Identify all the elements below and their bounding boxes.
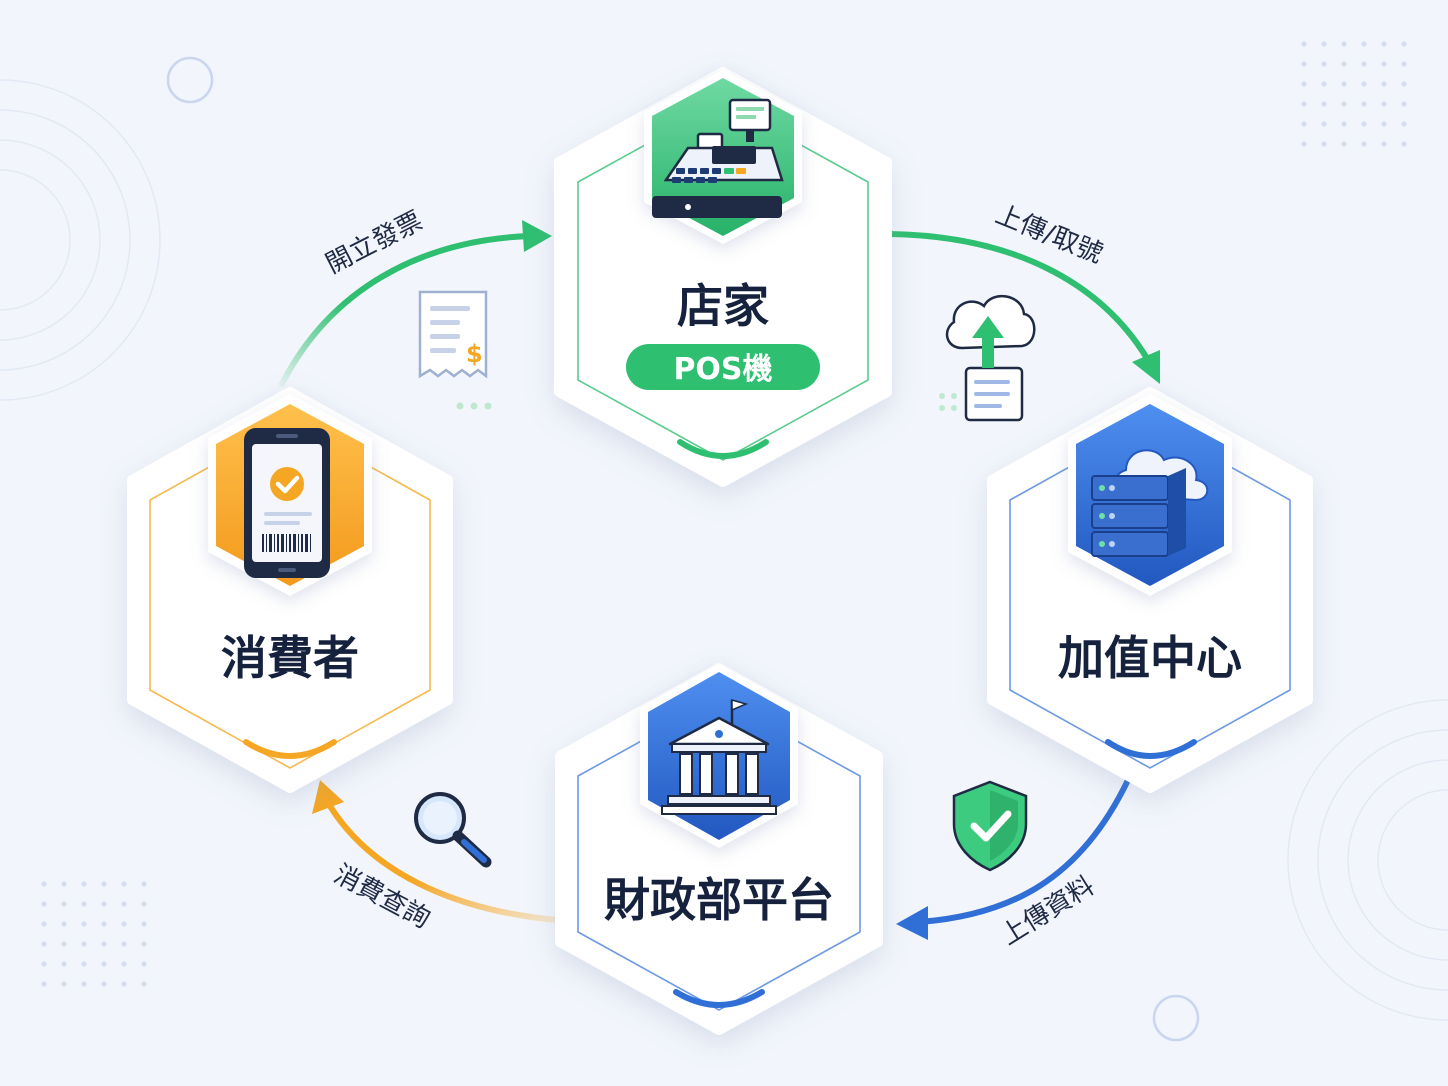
node-vat-center-title: 加值中心 <box>1058 631 1242 685</box>
node-consumer-title: 消費者 <box>221 631 359 685</box>
smartphone-check-icon <box>244 428 330 578</box>
shield-check-icon <box>952 780 1028 872</box>
svg-text:$: $ <box>466 340 483 368</box>
pos-badge <box>626 344 820 390</box>
cloud-server-icon <box>1091 449 1209 557</box>
node-merchant-title: 店家 <box>677 279 769 333</box>
arrow-vat-center-to-mof <box>896 777 1131 940</box>
node-consumer: 消費者 <box>127 387 453 793</box>
edge-label-consumption-query: 消費查詢 <box>329 859 435 934</box>
edge-label-issue-invoice: 開立發票 <box>321 206 427 280</box>
node-mof-platform-title: 財政部平台 <box>604 873 834 927</box>
node-mof-platform: 財政部平台 <box>555 663 883 1035</box>
node-vat-center: 加值中心 <box>987 387 1313 793</box>
bank-building-icon <box>661 699 777 815</box>
background-decoration <box>0 36 1448 1042</box>
node-merchant: 店家 POS機 <box>554 67 892 487</box>
arrow-consumer-to-merchant <box>279 220 552 387</box>
edge-label-upload-fetch: 上傳/取號 <box>991 200 1107 270</box>
pos-badge-label: POS機 <box>673 352 772 387</box>
arrow-mof-to-consumer <box>312 780 559 923</box>
cash-register-icon <box>652 98 784 218</box>
magnifier-icon <box>414 792 492 868</box>
arrow-merchant-to-vat-center <box>887 231 1160 384</box>
cloud-upload-document-icon <box>939 294 1036 422</box>
receipt-dollar-icon: $ <box>418 290 492 410</box>
